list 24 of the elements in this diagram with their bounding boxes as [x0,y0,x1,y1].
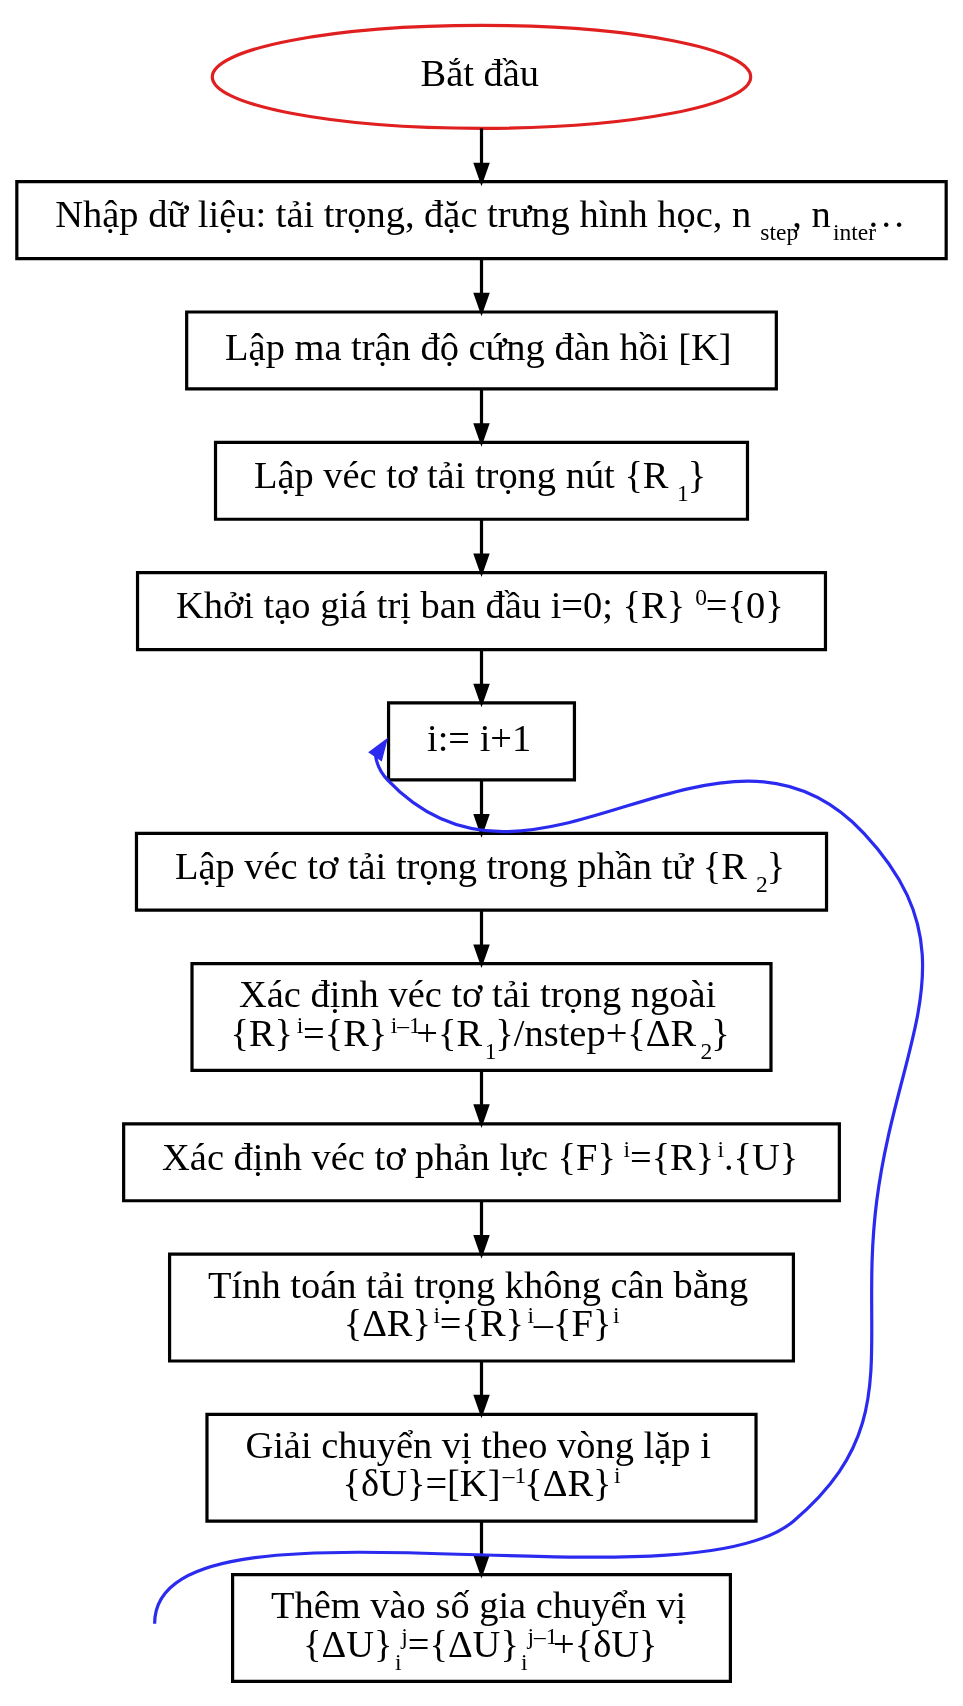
arrow [473,1201,490,1259]
arrow [473,1361,490,1418]
arrow [473,518,490,577]
arrow [473,1070,490,1128]
node-box: i:= i+1 [386,700,577,781]
arrow [473,258,490,316]
arrow [473,388,490,447]
arrow [473,1521,490,1578]
node-box: Thêm vào số gia chuyển vị {ΔU}$_{i}$$^{j}$={ΔU}$_{i}$$^{j–1}$+{δU} [231,1572,732,1683]
arrow [473,649,490,707]
node-box: Tính toán tải trọng không cân bằng {ΔR}$^{i}$={R}$^{i}$–{F}$^{i}$ [168,1252,795,1363]
arrow [473,127,490,186]
node-ellipse: Bắt đầu [210,23,753,130]
arrow [473,779,490,838]
node-box: Xác định véc tơ phản lực {F}$^{i}$={R}$^{i}$.{U} [122,1121,841,1202]
arrow [153,736,924,1624]
node-box: Xác định véc tơ tải trọng ngoài {R}$^{i}$={R}$^{i–1}$+{R$_{1}$}/nstep+{ΔR$_{2}$} [190,961,773,1072]
node-box: Lập véc tơ tải trọng nút {R$_{1}$} [213,440,750,521]
node-box: Giải chuyển vị theo vòng lặp i {δU}=[K]$^{–1}${ΔR}$^{i}$ [205,1412,758,1523]
node-box: Khởi tạo giá trị ban đầu i=0; {R}$^{0}$={0} [135,570,828,651]
arrow [473,910,490,968]
node-box: Lập véc tơ tải trọng trong phần tử {R$_{2}$} [134,831,829,912]
node-box: Nhập dữ liệu: tải trọng, đặc trưng hình học, n$_{step}$, n$_{inter}$… [15,179,948,260]
node-box: Lập ma trận độ cứng đàn hồi [K] [185,309,778,390]
